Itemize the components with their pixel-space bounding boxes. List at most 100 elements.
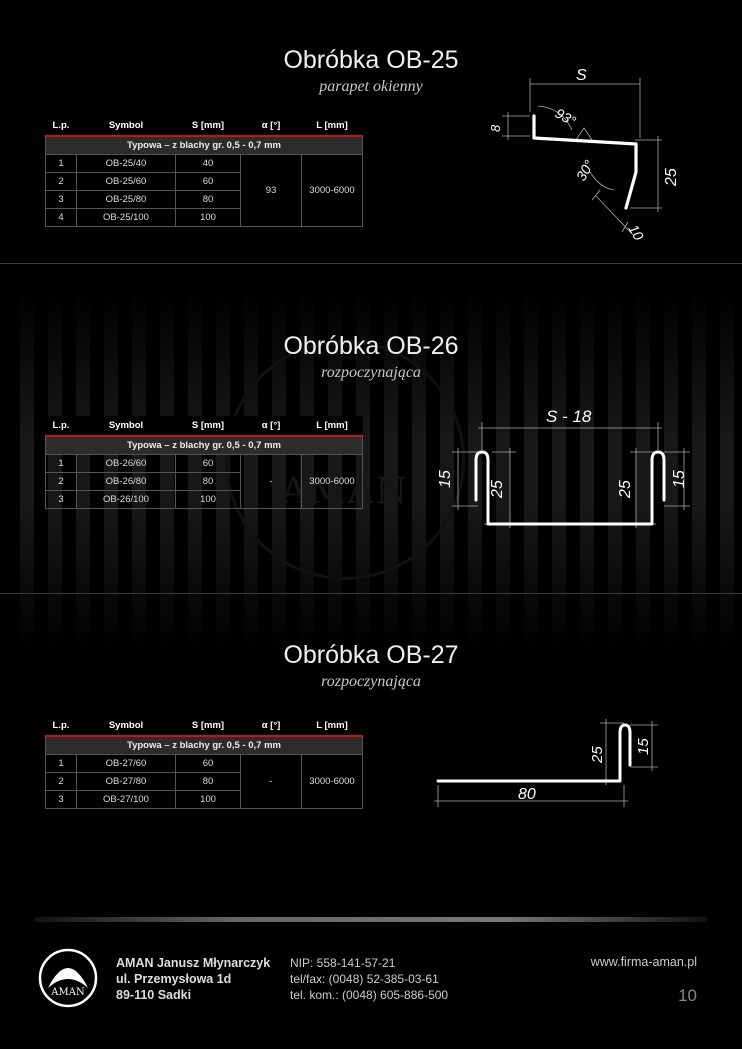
dim-10-label: 10 [625,222,647,244]
cell-s: 40 [175,154,241,173]
cell-symbol: OB-27/100 [76,790,176,809]
table-row: 3 OB-25/80 80 [45,190,363,209]
table-row: 1 OB-25/40 40 93 3000-6000 [45,154,363,227]
section-subtitle-ob27: rozpoczynająca [321,673,421,690]
header-lp: L.p. [45,116,77,137]
section-divider [0,593,742,594]
spec-table-ob26: L.p. Symbol S [mm] α [°] L [mm] Typowa –… [45,416,363,509]
header-alpha: α [°] [240,416,302,437]
dim-80-label: 80 [518,786,536,803]
table-row: 3 OB-27/100 100 [45,790,363,809]
header-length: L [mm] [301,416,363,437]
header-length: L [mm] [301,116,363,137]
header-symbol: Symbol [76,716,176,737]
dim-angle30-label: 30° [573,157,598,184]
logo-text: AMAN [50,987,85,998]
dim-15-label: 15 [635,738,652,755]
company-contact: NIP: 558-141-57-21 tel/fax: (0048) 52-38… [290,955,448,1003]
table-row: 1 OB-26/60 60 - 3000-6000 [45,454,363,509]
table-row: 2 OB-27/80 80 [45,772,363,791]
footer-bar [35,917,707,922]
drawing-ob27: 80 25 15 [430,715,670,815]
dim-s-label: S [576,67,587,84]
table-header-row: L.p. Symbol S [mm] α [°] L [mm] [45,416,363,437]
typical-row: Typowa – z blachy gr. 0,5 - 0,7 mm [45,435,363,455]
table-row: 2 OB-26/80 80 [45,472,363,491]
header-symbol: Symbol [76,416,176,437]
company-city: 89-110 Sadki [116,988,192,1002]
dim-25-label: 25 [589,746,606,764]
company-name: AMAN Janusz Młynarczyk [116,956,271,970]
company-street: ul. Przemysłowa 1d [116,972,232,986]
dim-25-right-label: 25 [617,480,634,499]
cell-s: 80 [175,190,241,209]
cell-symbol: OB-27/80 [76,772,176,791]
cell-s: 100 [175,208,241,227]
spec-table-ob27: L.p. Symbol S [mm] α [°] L [mm] Typowa –… [45,716,363,809]
cell-symbol: OB-25/40 [76,154,176,173]
spec-table-ob25: L.p. Symbol S [mm] α [°] L [mm] Typowa –… [45,116,363,227]
cell-length: 3000-6000 [301,154,363,227]
section-title-ob25: Obróbka OB-25 [283,46,459,74]
cell-lp: 1 [45,754,77,773]
section-subtitle-ob26: rozpoczynająca [321,364,421,381]
cell-s: 100 [175,790,241,809]
section-divider [0,263,742,264]
nip-text: NIP: 558-141-57-21 [290,956,396,970]
cell-s: 60 [175,172,241,191]
cell-symbol: OB-25/80 [76,190,176,209]
cell-lp: 2 [45,772,77,791]
section-title-ob26: Obróbka OB-26 [283,332,459,360]
typical-label: Typowa – z blachy gr. 0,5 - 0,7 mm [45,135,363,155]
table-row: 3 OB-26/100 100 [45,490,363,509]
dim-25-left-label: 25 [489,480,506,499]
header-lp: L.p. [45,416,77,437]
company-address: AMAN Janusz Młynarczyk ul. Przemysłowa 1… [116,955,270,1003]
typical-label: Typowa – z blachy gr. 0,5 - 0,7 mm [45,435,363,455]
section-title-ob27: Obróbka OB-27 [283,641,459,669]
cell-alpha: - [240,754,302,809]
cell-lp: 2 [45,472,77,491]
cell-symbol: OB-26/80 [76,472,176,491]
dim-15-left-label: 15 [437,470,454,488]
typical-row: Typowa – z blachy gr. 0,5 - 0,7 mm [45,735,363,755]
header-alpha: α [°] [240,716,302,737]
header-lp: L.p. [45,716,77,737]
cell-alpha: 93 [240,154,302,227]
header-length: L [mm] [301,716,363,737]
cell-lp: 3 [45,490,77,509]
website-link[interactable]: www.firma-aman.pl [590,955,697,969]
header-symbol: Symbol [76,116,176,137]
cell-s: 80 [175,772,241,791]
drawing-ob26: S - 18 15 25 25 15 [430,400,710,540]
header-alpha: α [°] [240,116,302,137]
company-logo: AMAN [38,948,98,1008]
cell-lp: 4 [45,208,77,227]
cell-lp: 1 [45,154,77,173]
dim-25-label: 25 [663,168,680,187]
cell-symbol: OB-25/60 [76,172,176,191]
table-header-row: L.p. Symbol S [mm] α [°] L [mm] [45,116,363,137]
dim-s18-label: S - 18 [546,407,592,426]
cell-lp: 1 [45,454,77,473]
cell-s: 60 [175,754,241,773]
cell-alpha: - [240,454,302,509]
cell-lp: 2 [45,172,77,191]
dim-8-label: 8 [488,124,503,132]
dim-15-right-label: 15 [671,470,688,488]
cell-s: 80 [175,472,241,491]
telkom-text: tel. kom.: (0048) 605-886-500 [290,988,449,1002]
table-row: 1 OB-27/60 60 - 3000-6000 [45,754,363,809]
cell-symbol: OB-26/100 [76,490,176,509]
cell-symbol: OB-26/60 [76,454,176,473]
typical-row: Typowa – z blachy gr. 0,5 - 0,7 mm [45,135,363,155]
table-row: 2 OB-25/60 60 [45,172,363,191]
cell-lp: 3 [45,190,77,209]
cell-symbol: OB-27/60 [76,754,176,773]
table-header-row: L.p. Symbol S [mm] α [°] L [mm] [45,716,363,737]
header-s: S [mm] [175,716,241,737]
typical-label: Typowa – z blachy gr. 0,5 - 0,7 mm [45,735,363,755]
cell-symbol: OB-25/100 [76,208,176,227]
section-subtitle-ob25: parapet okienny [319,78,423,95]
telfax-text: tel/fax: (0048) 52-385-03-61 [290,972,439,986]
